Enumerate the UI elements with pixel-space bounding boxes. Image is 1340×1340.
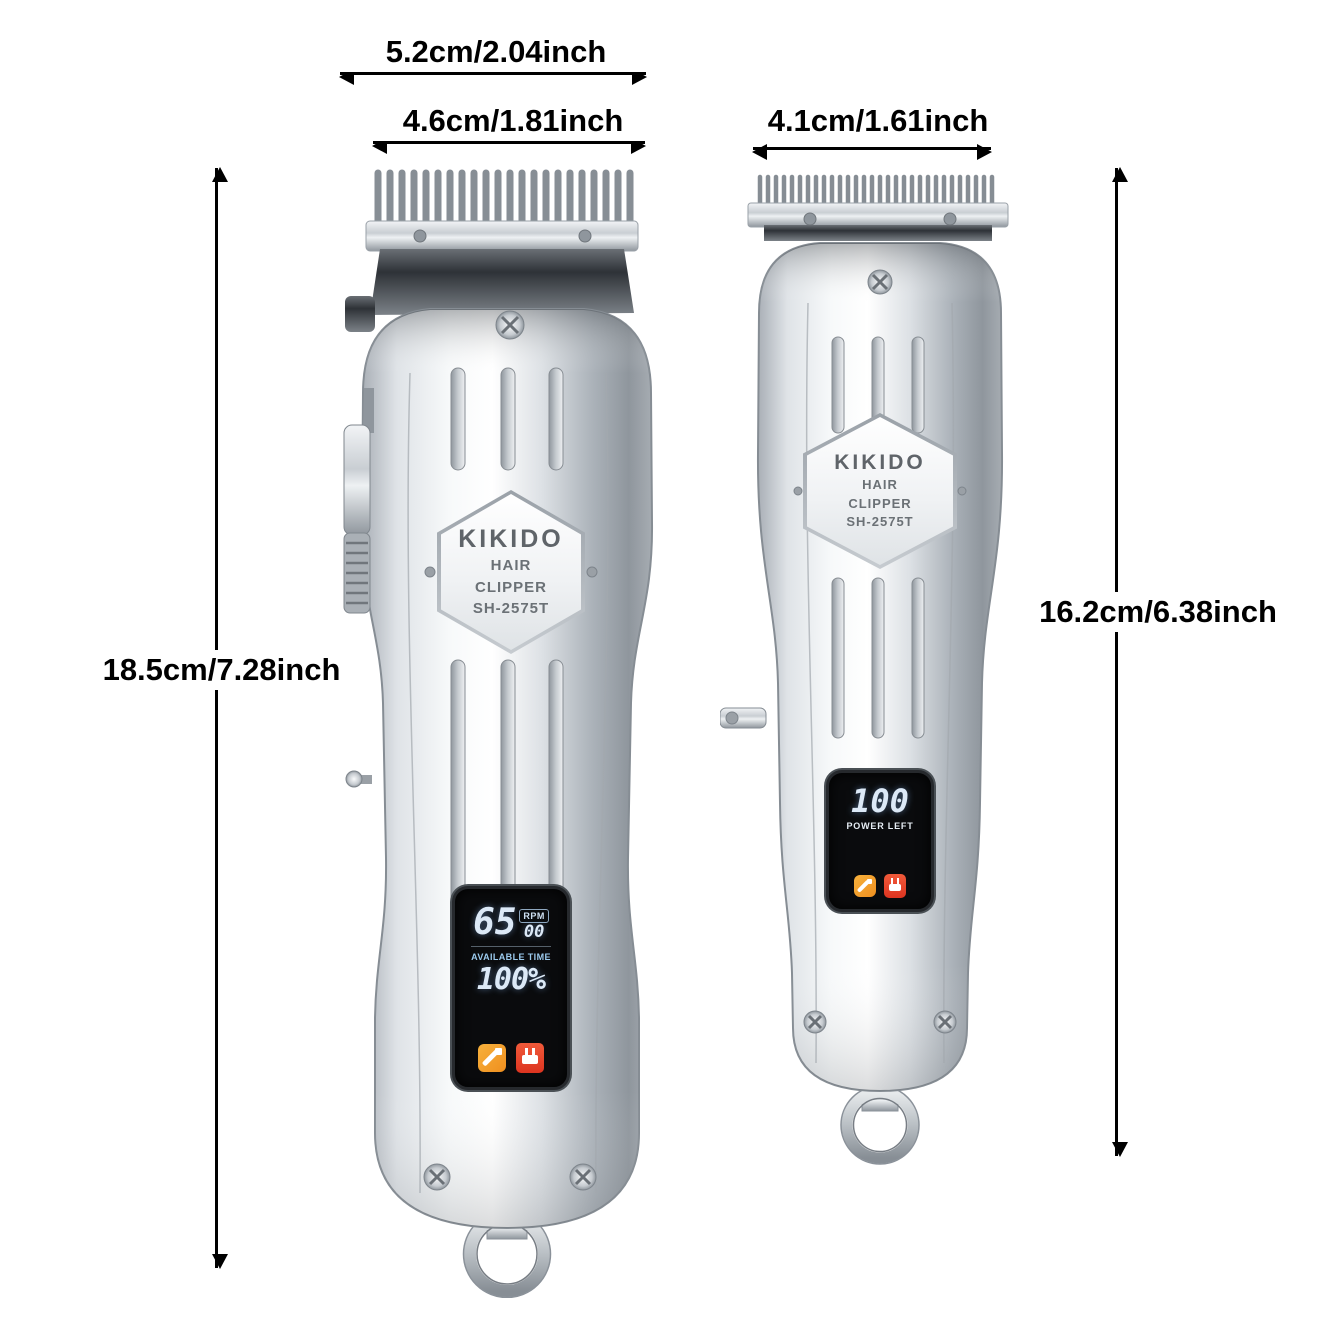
rpm-main-digits: 65 [473,902,517,943]
blade-screw-icon [803,212,817,226]
dim-arrow-blade-width-large [339,68,647,85]
dim-arrow-height-small [1111,167,1128,1157]
rpm-sub-digits: 00 [523,922,545,942]
trimmer-blade-teeth [757,174,995,208]
bottom-screw-icon [569,1163,597,1191]
led-display-large: 65 RPM 00 AVAILABLE TIME 100% [452,886,570,1090]
trimmer-blade-bar [747,202,1009,228]
hanger-ring [840,1085,920,1165]
dim-label-width-small: 4.1cm/1.61inch [755,101,1001,141]
available-time-label: AVAILABLE TIME [471,952,551,962]
badge-side-screw-icon [424,566,436,578]
blade-screw-icon [413,229,427,243]
badge-line-clipper: CLIPPER [474,578,547,596]
charging-plug-icon [884,874,906,898]
groove-slots-upper [831,336,925,434]
bottom-screw-icon [933,1010,957,1034]
dim-label-height-large: 18.5cm/7.28inch [80,650,363,690]
taper-lever [343,388,374,614]
led-display-small: 100 POWER LEFT [826,770,934,912]
blade-screw-icon [943,212,957,226]
badge-line-clipper: CLIPPER [848,495,912,511]
dim-arrow-height-large [211,167,228,1269]
clipper-blade-housing [370,249,634,315]
oil-alert-icon [854,875,876,897]
body-seam-lines [407,372,609,1194]
badge-side-screw-icon [957,486,967,496]
side-pin [345,770,372,788]
badge-side-screw-icon [793,486,803,496]
clipper-blade-teeth [374,169,634,229]
trimmer-blade-base [764,225,992,241]
small-trimmer-graphic [720,174,1009,1165]
rpm-badge: RPM [519,908,549,923]
dim-arrow-width-small [752,143,992,160]
clipper-blade-bar [365,220,639,252]
blade-latch [345,296,375,332]
dim-label-body-width-large: 4.6cm/1.81inch [371,101,655,141]
badge-model: SH-2575T [846,514,914,530]
power-left-label: POWER LEFT [846,821,914,831]
oil-alert-icon [478,1044,506,1072]
blade-screw-icon [578,229,592,243]
rpm-readout: 65 RPM 00 [473,905,549,941]
dim-label-height-small: 16.2cm/6.38inch [1028,592,1288,632]
display-divider [471,946,551,947]
badge-line-hair: HAIR [862,476,898,492]
badge-model: SH-2575T [472,600,550,618]
battery-percent: 100% [476,962,546,997]
body-seam-lines [805,302,955,1064]
groove-slots-lower [831,577,925,739]
groove-slots-upper [450,367,564,471]
display-status-icons [478,1043,544,1073]
badge-line-hair: HAIR [490,557,532,575]
large-clipper-graphic [343,169,654,1298]
badge-side-screw-icon [586,566,598,578]
power-digits: 100 [851,782,909,820]
brand-logo: KIKIDO [458,525,564,554]
dim-label-blade-width-large: 5.2cm/2.04inch [336,32,656,72]
bottom-screw-icon [803,1010,827,1034]
top-screw-icon [867,269,893,295]
side-tab [720,707,767,729]
brand-logo: KIKIDO [834,450,926,474]
top-screw-icon [495,310,525,340]
dim-arrow-body-width-large [372,137,646,154]
groove-slots-lower [450,659,564,906]
bottom-screw-icon [423,1163,451,1191]
display-status-icons [854,874,906,898]
charging-plug-icon [516,1043,544,1073]
